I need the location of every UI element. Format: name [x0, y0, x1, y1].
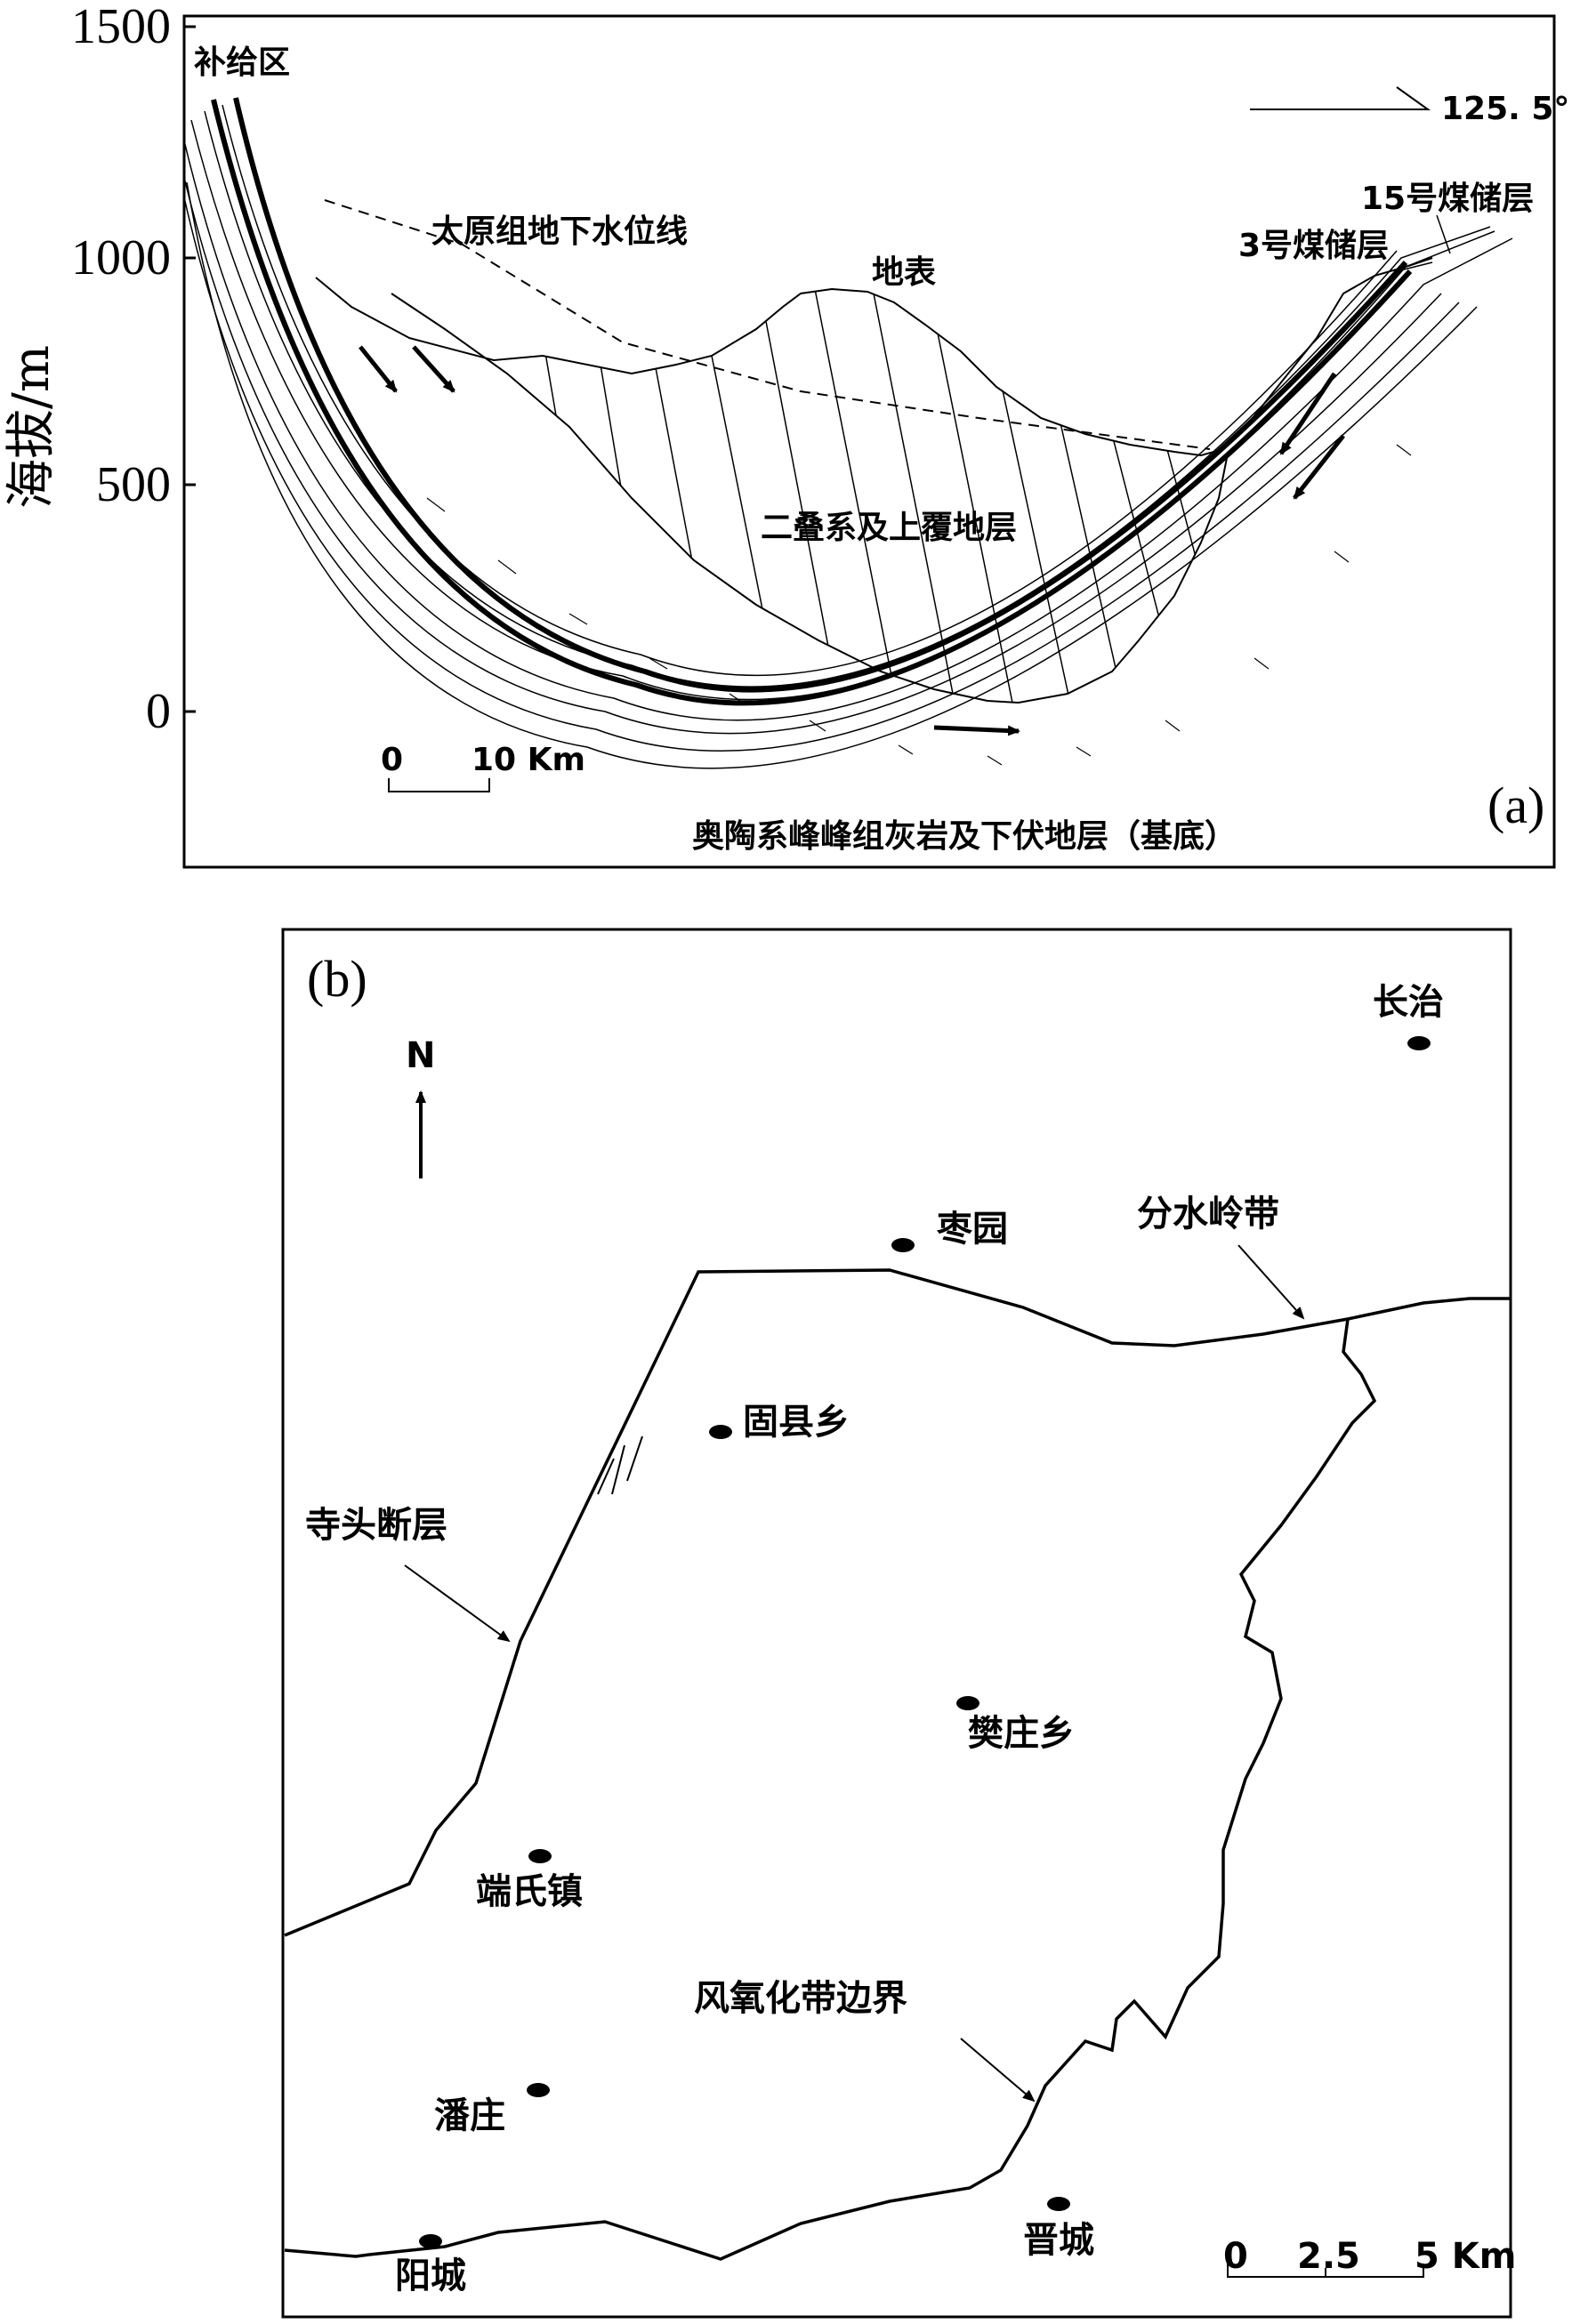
panel-b-scale-start: 0 [1223, 2236, 1248, 2277]
place-yangcheng: 阳城 [395, 2256, 466, 2296]
panel-b-scale-end: 5 Km [1415, 2236, 1516, 2277]
panel-b-tag: (b) [307, 950, 367, 1008]
water-table-label: 太原组地下水位线 [431, 213, 688, 250]
y-axis-ticks [184, 25, 196, 713]
flow-arrows [359, 345, 1345, 736]
surface-label: 地表 [872, 254, 936, 291]
y-axis-label: 海拔/m [3, 345, 60, 509]
y-tick-500: 500 [96, 457, 171, 512]
settlement-duanshi-marker [528, 1849, 552, 1863]
basement-block-ticks [426, 444, 1412, 766]
azimuth-arrow-icon [1250, 86, 1431, 110]
fault-ticks [597, 1435, 643, 1495]
panel-a-cross-section: 1500 1000 500 0 海拔/m [3, 0, 1569, 869]
place-zaoyuan: 枣园 [936, 1209, 1008, 1250]
basin-layers [184, 97, 1513, 769]
water-table-line [324, 199, 1211, 450]
panel-a-scale-start: 0 [381, 742, 403, 778]
settlement-fanzhuang-marker [956, 1696, 979, 1710]
azimuth-label: 125. 5° [1441, 91, 1569, 127]
feature-pointers [404, 1244, 1305, 2103]
settlement-jincheng-marker [1047, 2197, 1070, 2211]
divide-label: 分水岭带 [1137, 1194, 1279, 1234]
place-duanshi: 端氏镇 [476, 1871, 583, 1912]
settlement-zaoyuan-marker [891, 1238, 915, 1252]
permian-base-line [391, 293, 1229, 704]
place-guxian: 固县乡 [743, 1402, 850, 1443]
panel-b-map: (b) N 长治 枣园 固县乡 [281, 928, 1516, 2319]
panel-a-frame [182, 14, 1556, 869]
place-jincheng: 晋城 [1023, 2220, 1094, 2261]
panel-a-scale-end: 10 Km [472, 742, 585, 778]
place-panzhuang: 潘庄 [434, 2095, 505, 2136]
panel-b-scale-mid: 2.5 [1297, 2236, 1360, 2277]
weathering-zone-boundary [284, 1268, 1510, 2261]
settlement-panzhuang-marker [527, 2083, 550, 2097]
north-label: N [406, 1035, 435, 1076]
basement-label: 奥陶系峰峰组灰岩及下伏地层（基底） [692, 818, 1237, 855]
recharge-zone-label: 补给区 [194, 44, 290, 81]
settlement-markers [419, 1036, 1431, 2248]
ground-surface-line [315, 257, 1433, 457]
panel-b-frame [281, 928, 1512, 2319]
panel-a-tag: (a) [1487, 776, 1544, 834]
permian-strata-hatch [480, 284, 1228, 703]
settlement-guxian-marker [709, 1425, 732, 1439]
permian-label: 二叠系及上覆地层 [761, 510, 1017, 546]
place-changzhi: 长治 [1373, 982, 1444, 1023]
y-tick-1000: 1000 [71, 230, 171, 285]
seam15-label: 15号煤储层 [1361, 181, 1534, 217]
y-tick-0: 0 [146, 684, 171, 739]
fault-label: 寺头断层 [305, 1505, 447, 1546]
seam3-label: 3号煤储层 [1238, 228, 1389, 264]
settlement-yangcheng-marker [419, 2234, 442, 2248]
seam-leaders [1396, 214, 1451, 272]
panel-b-scale-bar [1227, 2264, 1424, 2278]
place-fanzhuang: 樊庄乡 [968, 1713, 1075, 1754]
panel-a-scale-bar [388, 778, 490, 792]
y-tick-1500: 1500 [71, 0, 171, 54]
weathering-label: 风氧化带边界 [694, 1978, 907, 2019]
settlement-changzhi-marker [1407, 1036, 1431, 1050]
